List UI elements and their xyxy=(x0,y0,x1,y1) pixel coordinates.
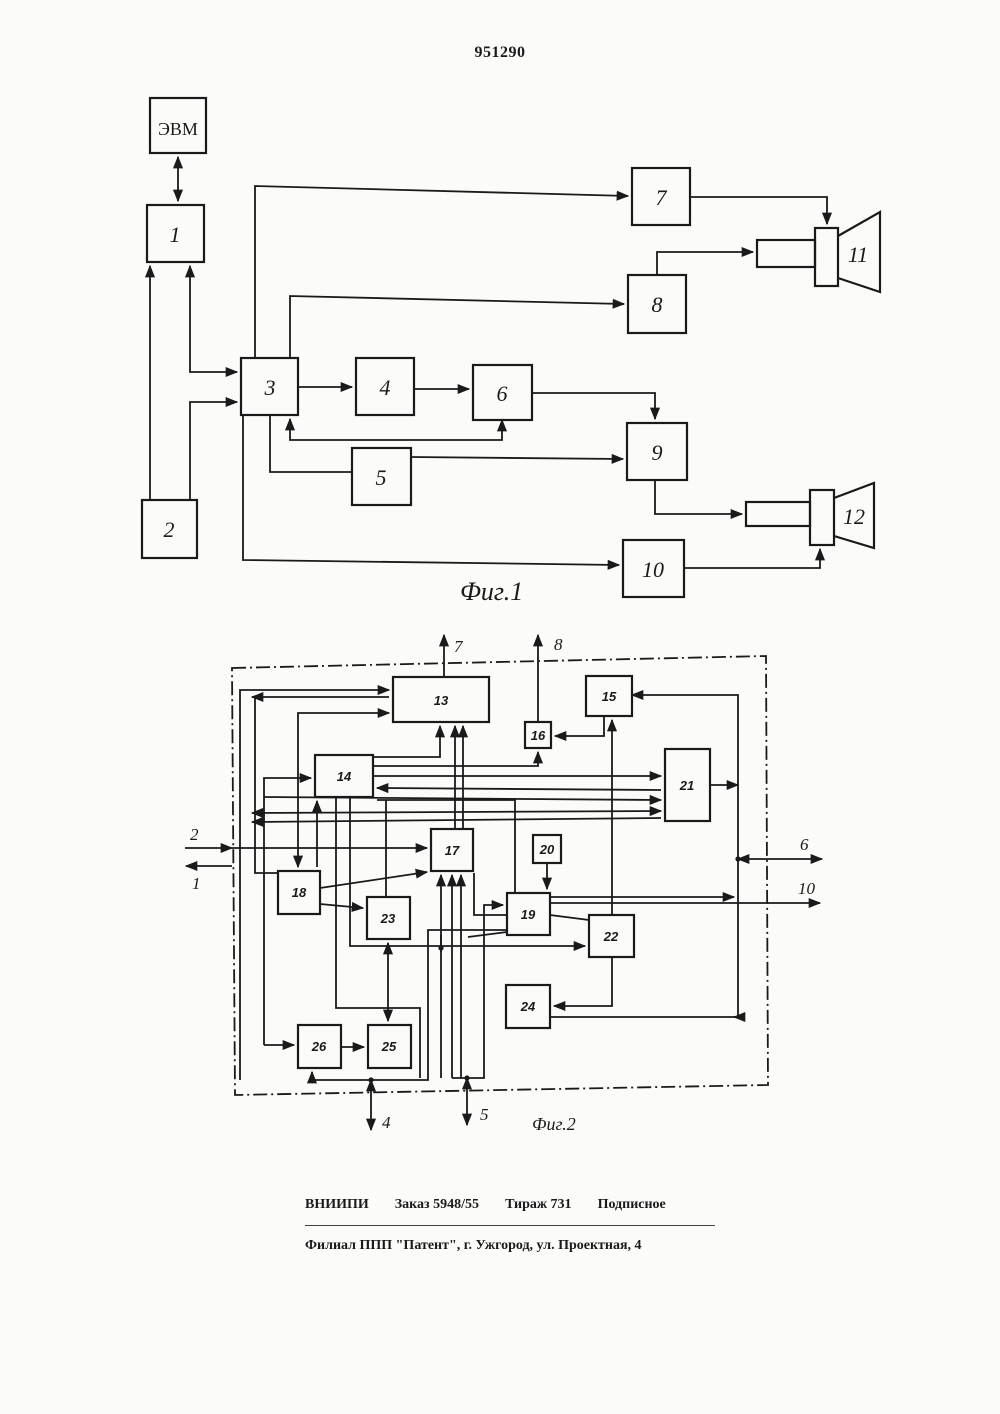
imprint-circulation: Тираж 731 xyxy=(505,1197,572,1212)
figure-1-caption: Фиг.1 xyxy=(460,577,523,606)
block-13-label: 13 xyxy=(434,693,449,708)
block-17-label: 17 xyxy=(445,843,460,858)
block-6-label: 6 xyxy=(497,381,508,406)
block-4-label: 4 xyxy=(380,375,391,400)
imprint-org: ВНИИПИ xyxy=(305,1197,369,1212)
port-8-label: 8 xyxy=(554,635,563,654)
port-7-label: 7 xyxy=(454,637,464,656)
block-26-label: 26 xyxy=(311,1039,327,1054)
port-2-label: 2 xyxy=(190,825,199,844)
block-2-label: 2 xyxy=(164,517,175,542)
imprint-line: ВНИИПИ Заказ 5948/55 Тираж 731 Подписное xyxy=(305,1197,666,1213)
block-10-label: 10 xyxy=(642,557,664,582)
block-9-label: 9 xyxy=(652,440,663,465)
port-6-label: 6 xyxy=(800,835,809,854)
imprint-subscription: Подписное xyxy=(598,1197,666,1212)
port-5-label: 5 xyxy=(480,1105,489,1124)
block-8-label: 8 xyxy=(652,292,663,317)
block-11-label: 11 xyxy=(848,242,868,267)
imprint-order: Заказ 5948/55 xyxy=(395,1197,479,1212)
evm-label: ЭВМ xyxy=(158,119,198,139)
figure-2-caption: Фиг.2 xyxy=(532,1114,576,1134)
figure-1: ЭВМ 1 2 3 4 5 6 7 8 9 10 xyxy=(142,98,880,606)
port-4-label: 4 xyxy=(382,1113,391,1132)
port-1-label: 1 xyxy=(192,874,201,893)
block-3-label: 3 xyxy=(264,375,276,400)
block-14-label: 14 xyxy=(337,769,352,784)
block-16-label: 16 xyxy=(531,728,546,743)
block-21-label: 21 xyxy=(679,778,694,793)
port-10-label: 10 xyxy=(798,879,816,898)
block-22-label: 22 xyxy=(603,929,619,944)
imprint-divider xyxy=(305,1225,715,1226)
fig2-frame xyxy=(232,656,768,1095)
imprint-branch: Филиал ППП "Патент", г. Ужгород, ул. Про… xyxy=(305,1238,642,1254)
block-23-label: 23 xyxy=(380,911,396,926)
block-25-label: 25 xyxy=(381,1039,397,1054)
block-20-label: 20 xyxy=(539,842,555,857)
block-19-label: 19 xyxy=(521,907,536,922)
figure-2: 13 14 15 16 17 18 19 20 21 22 23 24 xyxy=(185,635,822,1134)
block-1-label: 1 xyxy=(170,222,181,247)
block-12-label: 12 xyxy=(843,504,865,529)
block-5-label: 5 xyxy=(376,465,387,490)
block-15-label: 15 xyxy=(602,689,617,704)
block-18-label: 18 xyxy=(292,885,307,900)
block-7-label: 7 xyxy=(656,185,668,210)
block-24-label: 24 xyxy=(520,999,536,1014)
